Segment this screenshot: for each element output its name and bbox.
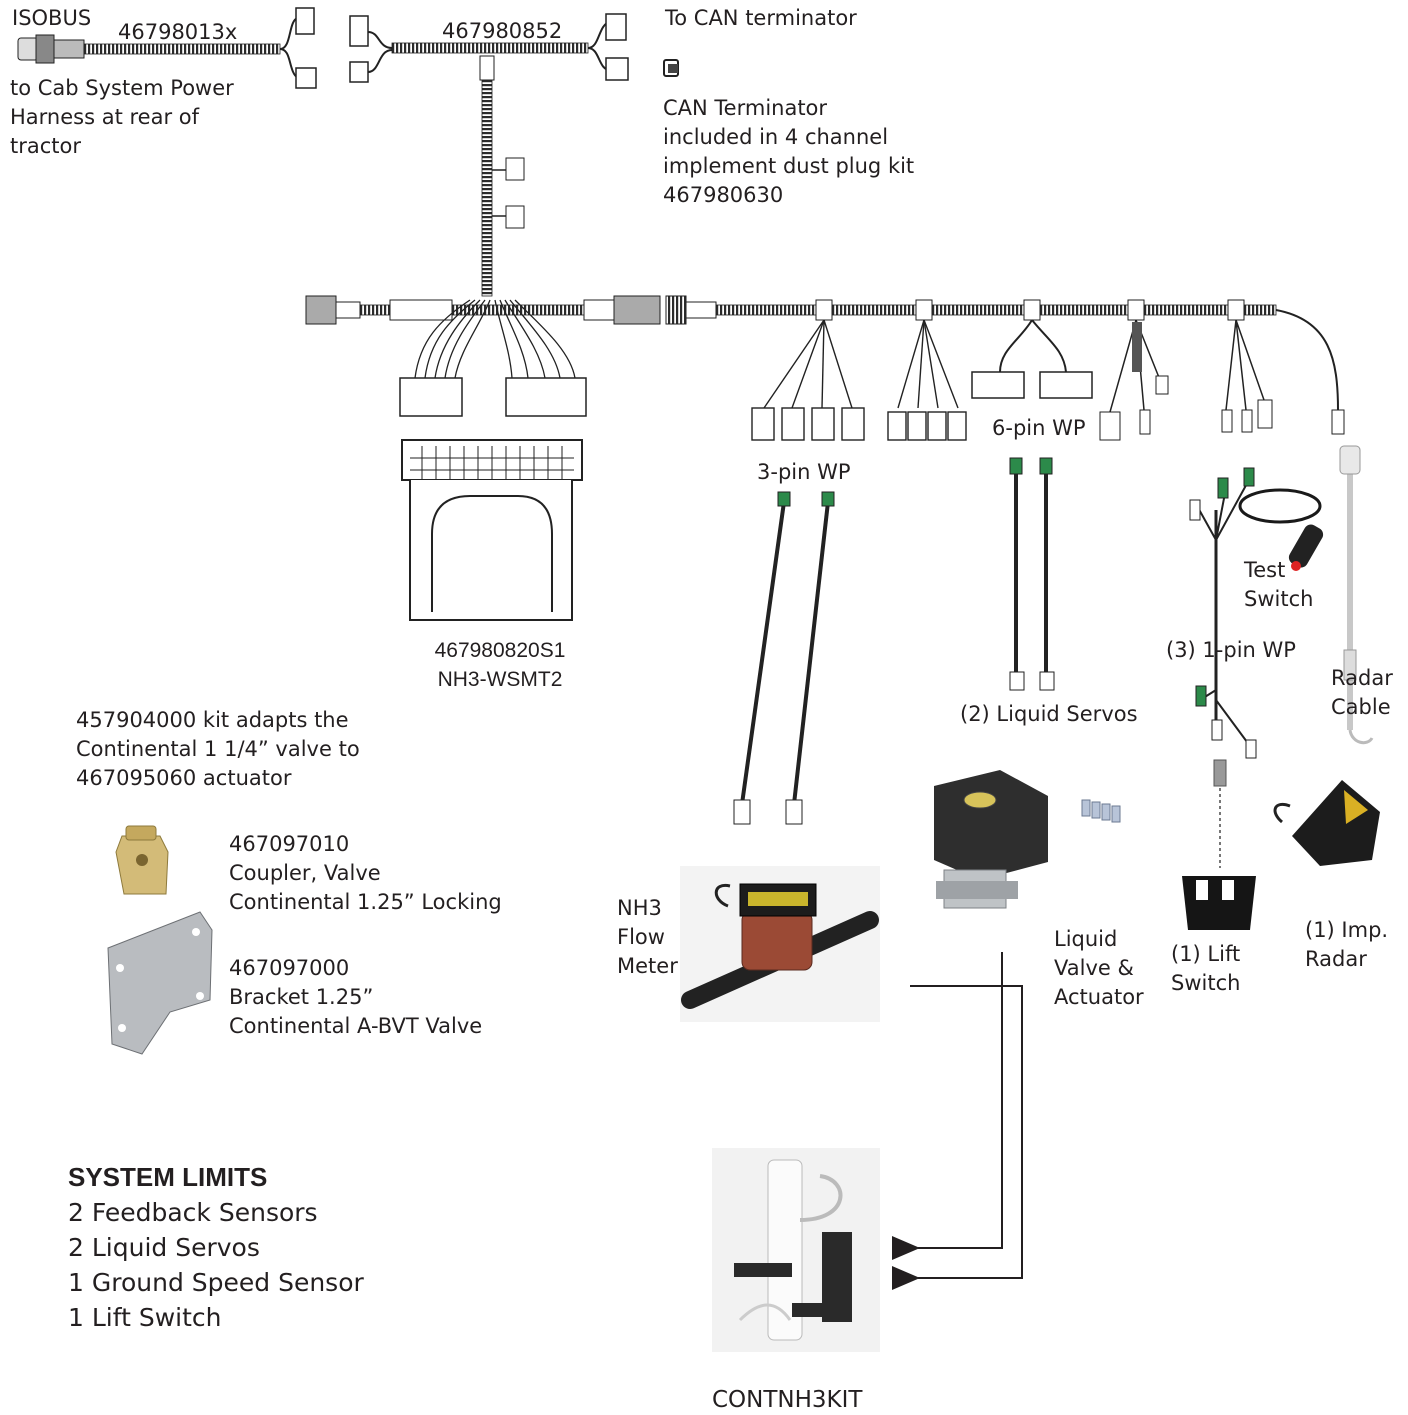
ecu-module: [402, 440, 582, 620]
imp-radar-label: (1) Imp. Radar: [1305, 916, 1388, 974]
pin-cluster-icon: [1082, 800, 1120, 822]
three-pin-cables: [734, 492, 834, 824]
module-label: 467980820S1 NH3-WSMT2: [430, 636, 570, 694]
harness-a-label: 46798013x: [118, 18, 237, 47]
contnh3kit-image: [712, 1148, 880, 1352]
to-can-terminator-label: To CAN terminator: [665, 4, 857, 33]
test-switch-label: Test Switch: [1244, 556, 1313, 614]
limit-item: 2 Feedback Sensors: [68, 1195, 364, 1230]
lift-switch-label: (1) Lift Switch: [1171, 940, 1240, 998]
cab-power-label: to Cab System Power Harness at rear of t…: [10, 74, 234, 161]
liquid-valve-image: [934, 770, 1048, 908]
limit-item: 2 Liquid Servos: [68, 1230, 364, 1265]
liquid-servos-label: (2) Liquid Servos: [960, 700, 1138, 729]
limit-item: 1 Lift Switch: [68, 1300, 364, 1335]
can-terminator-label: CAN Terminator included in 4 channel imp…: [663, 94, 914, 210]
ecu-connectors: [400, 378, 586, 416]
lift-switch-image: [1182, 760, 1256, 930]
y-harness: [350, 14, 628, 296]
bracket-icon: [108, 912, 212, 1054]
harness-b-label: 467980852: [442, 17, 562, 46]
three-pin-branch: [764, 320, 958, 408]
bracket-label: 467097000 Bracket 1.25” Continental A-BV…: [229, 954, 482, 1041]
liquid-servo-cables: [1010, 458, 1054, 690]
limit-item: 1 Ground Speed Sensor: [68, 1265, 364, 1300]
three-pin-label: 3-pin WP: [757, 458, 851, 487]
three-pin-connectors: [752, 408, 966, 440]
system-limits-title: SYSTEM LIMITS: [68, 1160, 364, 1195]
coupler-icon: [116, 826, 168, 894]
routing-arrows: [910, 952, 1022, 1278]
system-limits: SYSTEM LIMITS 2 Feedback Sensors 2 Liqui…: [68, 1160, 364, 1335]
kit-label: CONTNH3KIT: [712, 1386, 862, 1415]
flow-meter-image: [680, 866, 880, 1022]
isobus-label: ISOBUS: [12, 4, 91, 33]
sensor-branch: [1100, 320, 1272, 440]
flow-meter-label: NH3 Flow Meter: [617, 894, 678, 981]
can-terminator-icon: [664, 60, 678, 76]
kit-note-label: 457904000 kit adapts the Continental 1 1…: [76, 706, 360, 793]
imp-radar-image: [1275, 780, 1380, 866]
one-pin-label: (3) 1-pin WP: [1166, 636, 1296, 665]
radar-cable-label: Radar Cable: [1331, 664, 1393, 722]
coupler-label: 467097010 Coupler, Valve Continental 1.2…: [229, 830, 502, 917]
liquid-valve-label: Liquid Valve & Actuator: [1054, 925, 1144, 1012]
six-pin-label: 6-pin WP: [992, 414, 1086, 443]
six-pin-branch: [972, 320, 1092, 398]
